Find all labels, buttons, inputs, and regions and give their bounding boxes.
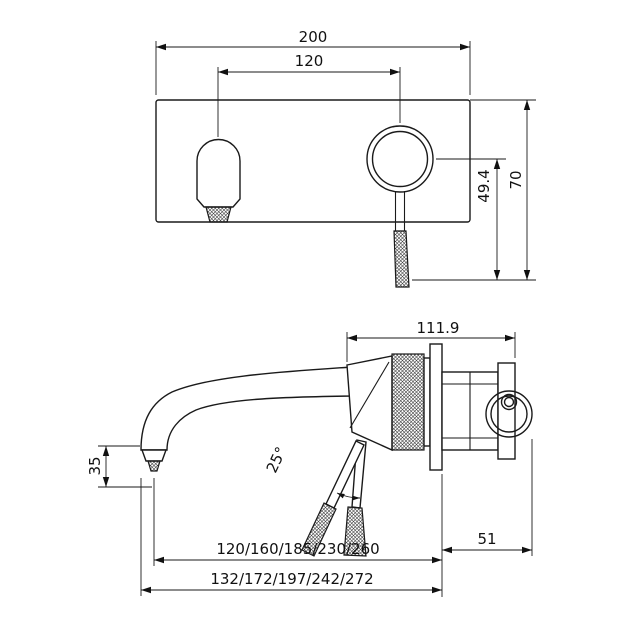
wall-plate-side bbox=[497, 362, 516, 460]
handle-cap-inner bbox=[371, 130, 429, 188]
dim-label-spout-drop: 35 bbox=[86, 456, 104, 475]
dim-label-overall-width: 200 bbox=[299, 28, 328, 46]
dim-label-spout-to-handle: 120 bbox=[295, 52, 324, 70]
dimension-overall-reach: 132/172/197/242/272 bbox=[140, 478, 442, 596]
lever-knurl-vertical bbox=[343, 506, 367, 557]
spout-body-front bbox=[196, 138, 241, 208]
spout-front bbox=[196, 138, 241, 223]
dim-label-body-depth: 111.9 bbox=[417, 319, 460, 337]
dim-label-handle-angle: 25° bbox=[263, 444, 291, 476]
front-view: 200 120 70 49.4 bbox=[155, 28, 536, 288]
inlet-port-inner bbox=[503, 396, 515, 408]
dim-label-handle-drop: 49.4 bbox=[475, 169, 493, 202]
spout-outlet-aerator bbox=[147, 460, 161, 472]
handle-lever-knurled-front bbox=[393, 230, 410, 288]
inlet-circle-outer bbox=[485, 390, 533, 438]
spout-aerator-front bbox=[205, 206, 232, 223]
dimension-wall-depth: 51 bbox=[441, 439, 533, 597]
dimension-spout-to-handle: 120 bbox=[217, 52, 401, 137]
dimension-handle-drop: 49.4 bbox=[436, 158, 506, 280]
collar-facet-line bbox=[349, 361, 390, 429]
cartridge-bar bbox=[429, 343, 443, 471]
dimension-spout-drop: 35 bbox=[86, 445, 152, 488]
side-view: 25° 111.9 35 51 bbox=[86, 319, 533, 597]
sleeve-ring bbox=[423, 357, 431, 447]
dim-label-overall-reach: 132/172/197/242/272 bbox=[210, 570, 373, 588]
lever-angled bbox=[301, 440, 365, 557]
handle-front bbox=[366, 125, 434, 288]
inlet-port-outer bbox=[500, 393, 518, 411]
lever-vertical bbox=[343, 439, 367, 557]
knurled-sleeve bbox=[391, 353, 425, 451]
handle-cap-outer bbox=[366, 125, 434, 193]
dimension-body-depth: 111.9 bbox=[346, 319, 516, 362]
dim-label-wall-depth: 51 bbox=[477, 530, 496, 548]
dimension-overall-width: 200 bbox=[155, 28, 471, 95]
dimension-plate-height: 70 bbox=[412, 99, 536, 281]
dimension-spout-reach: 120/160/185/230/260 bbox=[153, 478, 442, 566]
inlet-circle-inner bbox=[490, 395, 528, 433]
lever-knurl-angled bbox=[301, 502, 337, 557]
dim-label-spout-reach: 120/160/185/230/260 bbox=[216, 540, 379, 558]
spout-side bbox=[140, 366, 353, 451]
dim-label-plate-height: 70 bbox=[507, 170, 525, 189]
spout-outlet-lip bbox=[141, 449, 167, 462]
spout-collar bbox=[346, 355, 393, 452]
